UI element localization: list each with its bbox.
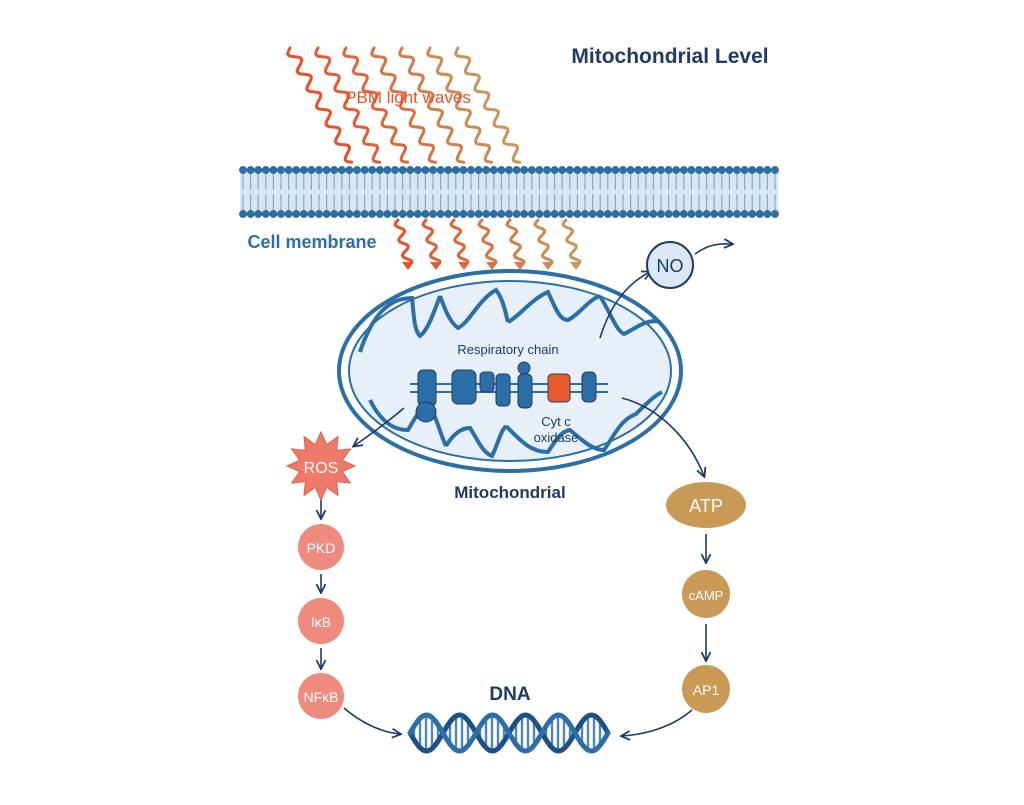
cell-membrane bbox=[239, 166, 779, 218]
light-wave bbox=[393, 218, 414, 263]
no-node bbox=[646, 241, 694, 289]
cyt-c-oxidase-label-line2: oxidase bbox=[534, 430, 579, 445]
light-wave bbox=[421, 218, 442, 263]
ikb-label: IκB bbox=[311, 614, 331, 630]
light-wave-arrowhead bbox=[430, 262, 442, 270]
dna-label: DNA bbox=[489, 684, 530, 705]
light-wave-arrowhead bbox=[514, 262, 526, 270]
light-wave bbox=[449, 218, 470, 263]
diagram-title: Mitochondrial Level bbox=[571, 45, 768, 68]
light-wave bbox=[477, 218, 498, 263]
ap1-label: AP1 bbox=[693, 682, 720, 698]
dna-helix bbox=[407, 712, 611, 754]
ikb-node bbox=[298, 598, 344, 644]
dna-strand bbox=[407, 712, 611, 754]
light-waves-transmitted bbox=[393, 218, 582, 270]
light-wave bbox=[342, 46, 410, 164]
light-wave-arrowhead bbox=[570, 262, 582, 270]
arrow-to-atp bbox=[621, 397, 704, 476]
light-wave-arrowhead bbox=[542, 262, 554, 270]
mitochondrion bbox=[337, 269, 683, 473]
arrow-ap1-dna bbox=[622, 709, 693, 736]
nfkb-node bbox=[298, 673, 344, 719]
light-wave bbox=[314, 46, 382, 164]
light-wave bbox=[398, 46, 466, 164]
cyt-c-oxidase-label-line1: Cyt c bbox=[541, 414, 571, 429]
light-waves-label: PBM light waves bbox=[345, 88, 471, 107]
mitochondrial-label: Mitochondrial bbox=[454, 483, 565, 502]
arrow-to-ros bbox=[354, 407, 405, 446]
ap1-node bbox=[682, 665, 730, 713]
light-waves-incoming bbox=[286, 46, 522, 164]
no-label: NO bbox=[657, 256, 684, 276]
cyt-c-oxidase-complex bbox=[547, 373, 571, 403]
arrow-to-no bbox=[599, 272, 650, 339]
atp-label: ATP bbox=[689, 496, 723, 516]
atp-node bbox=[666, 482, 746, 528]
pkd-label: PKD bbox=[307, 540, 336, 556]
light-wave-arrowhead bbox=[458, 262, 470, 270]
respiratory-chain bbox=[415, 361, 597, 423]
light-wave bbox=[286, 46, 354, 164]
light-wave bbox=[370, 46, 438, 164]
cell-membrane-label: Cell membrane bbox=[247, 232, 376, 252]
camp-label: cAMP bbox=[689, 588, 724, 603]
nfkb-label: NFκB bbox=[304, 689, 339, 705]
light-wave-arrowhead bbox=[402, 262, 414, 270]
light-wave bbox=[454, 46, 522, 164]
arrow-nfkb-dna bbox=[343, 707, 400, 734]
light-wave bbox=[533, 218, 554, 263]
camp-node bbox=[682, 570, 730, 618]
ros-label: ROS bbox=[304, 460, 339, 477]
arrow-no-out bbox=[694, 244, 732, 255]
light-wave bbox=[561, 218, 582, 263]
light-wave bbox=[505, 218, 526, 263]
light-wave-arrowhead bbox=[486, 262, 498, 270]
light-wave bbox=[426, 46, 494, 164]
respiratory-chain-label: Respiratory chain bbox=[457, 342, 558, 357]
pkd-node bbox=[298, 524, 344, 570]
